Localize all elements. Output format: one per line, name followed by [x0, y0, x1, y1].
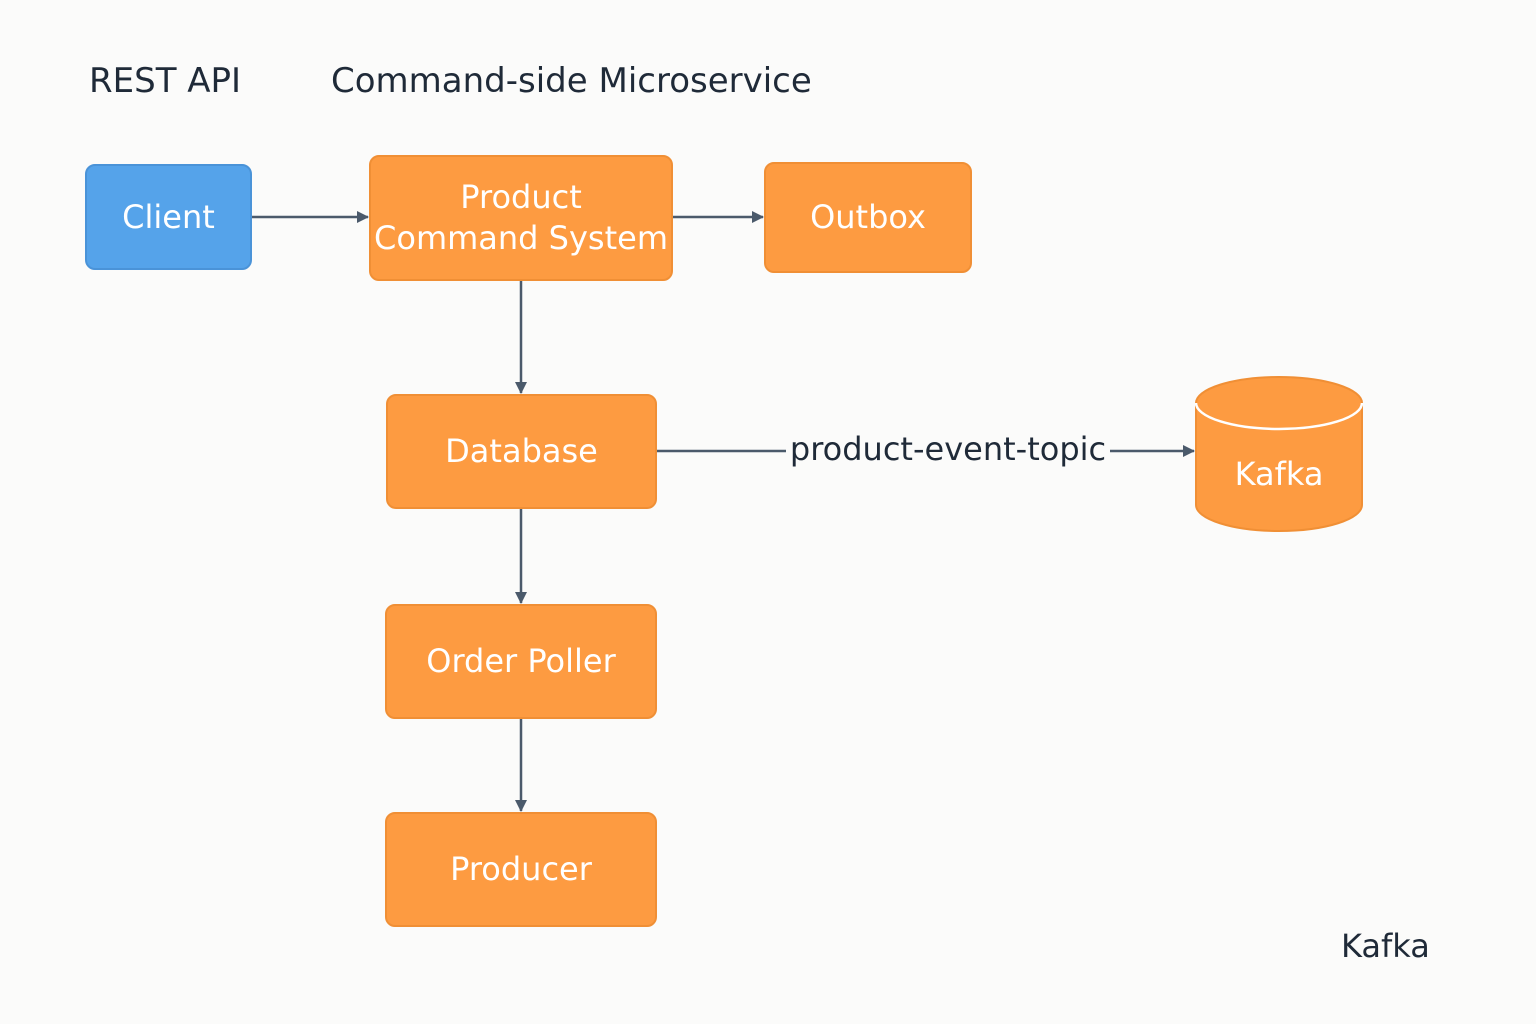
- edge-label-product-event-topic: product-event-topic: [786, 427, 1110, 471]
- product-command-system-node: Product Command System: [369, 155, 673, 281]
- outbox-node: Outbox: [764, 162, 972, 273]
- command-side-microservice-heading: Command-side Microservice: [331, 61, 812, 101]
- product-command-system-label-line-1: Product: [460, 178, 582, 216]
- order-poller-node: Order Poller: [385, 604, 657, 719]
- kafka-cylinder: [1194, 376, 1364, 532]
- database-node: Database: [386, 394, 657, 509]
- producer-node: Producer: [385, 812, 657, 927]
- footer-kafka-label: Kafka: [1341, 927, 1430, 965]
- kafka-node-label: Kafka: [1234, 455, 1324, 493]
- product-command-system-label-line-2: Command System: [374, 219, 668, 257]
- client-node: Client: [85, 164, 252, 270]
- rest-api-heading: REST API: [89, 61, 242, 101]
